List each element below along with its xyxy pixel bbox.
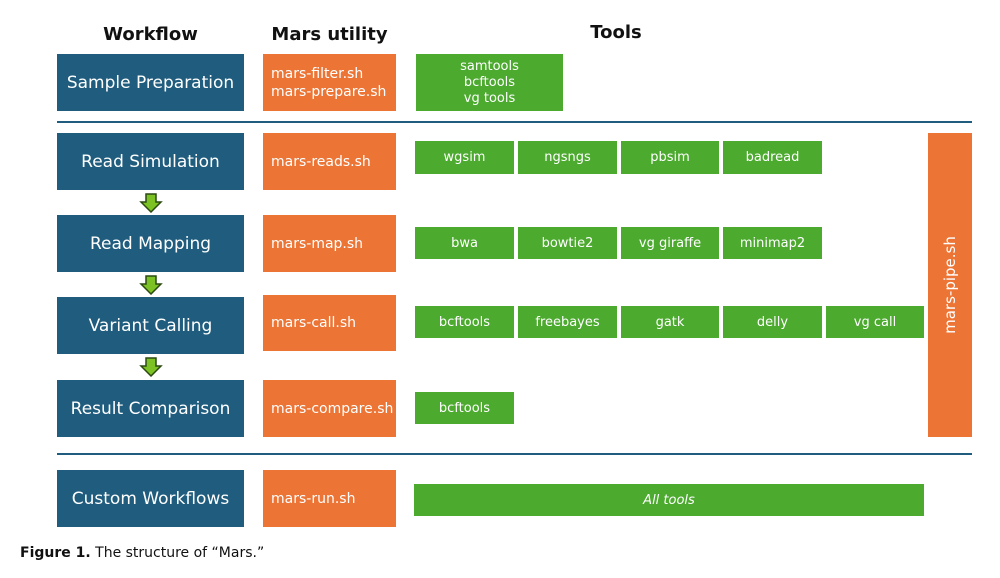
workflow-custom-workflows: Custom Workflows [57,470,244,527]
tool-wgsim: wgsim [415,141,514,174]
separator-bottom [57,453,972,455]
workflow-label: Variant Calling [88,315,213,336]
tool-bcftools: bcftools [415,306,514,338]
workflow-read-mapping: Read Mapping [57,215,244,272]
utility-label: mars-prepare.sh [271,83,387,100]
workflow-label: Result Comparison [70,398,231,419]
pipe-label: mars-pipe.sh [941,236,960,334]
arrow-down-icon [139,193,163,213]
mars-pipe-bar: mars-pipe.sh [928,133,972,437]
tool-bcftools-compare: bcftools [415,392,514,424]
caption-text: The structure of “Mars.” [90,545,265,561]
figure-caption: Figure 1. The structure of “Mars.” [20,545,264,561]
utility-read-simulation: mars-reads.sh [263,133,396,190]
utility-variant-calling: mars-call.sh [263,295,396,351]
utility-label: mars-reads.sh [271,153,371,170]
utility-label: mars-run.sh [271,490,356,507]
caption-label: Figure 1. [20,545,91,561]
workflow-label: Read Mapping [89,233,212,254]
utility-label: mars-map.sh [271,235,364,252]
tool-ngsngs: ngsngs [518,141,617,174]
tool-freebayes: freebayes [518,306,617,338]
utility-custom-workflows: mars-run.sh [263,470,396,527]
workflow-read-simulation: Read Simulation [57,133,244,190]
workflow-variant-calling: Variant Calling [57,297,244,354]
workflow-result-comparison: Result Comparison [57,380,244,437]
tool-all-tools: All tools [414,484,924,516]
workflow-label: Sample Preparation [66,72,235,93]
tool-delly: delly [723,306,822,338]
tool-label: vg tools [463,90,516,106]
arrow-down-icon [139,275,163,295]
tool-pbsim: pbsim [621,141,719,174]
tool-minimap2: minimap2 [723,227,822,259]
utility-sample-preparation: mars-filter.sh mars-prepare.sh [263,54,396,111]
workflow-header: Workflow [103,24,198,45]
tools-sample-preparation: samtools bcftools vg tools [416,54,563,111]
tool-bwa: bwa [415,227,514,259]
tool-bowtie2: bowtie2 [518,227,617,259]
tool-vg-giraffe: vg giraffe [621,227,719,259]
separator-top [57,121,972,123]
tool-label: samtools [460,58,519,74]
workflow-sample-preparation: Sample Preparation [57,54,244,111]
utility-label: mars-compare.sh [271,400,394,417]
utility-label: mars-filter.sh [271,65,364,82]
arrow-down-icon [139,357,163,377]
utility-read-mapping: mars-map.sh [263,215,396,272]
tool-gatk: gatk [621,306,719,338]
workflow-label: Read Simulation [81,151,220,172]
tools-header: Tools [590,22,642,43]
tool-label: bcftools [463,74,516,90]
tool-vg-call: vg call [826,306,924,338]
utility-result-comparison: mars-compare.sh [263,380,396,437]
utility-label: mars-call.sh [271,315,356,331]
tool-badread: badread [723,141,822,174]
workflow-label: Custom Workflows [71,488,230,509]
utility-header: Mars utility [271,24,388,45]
